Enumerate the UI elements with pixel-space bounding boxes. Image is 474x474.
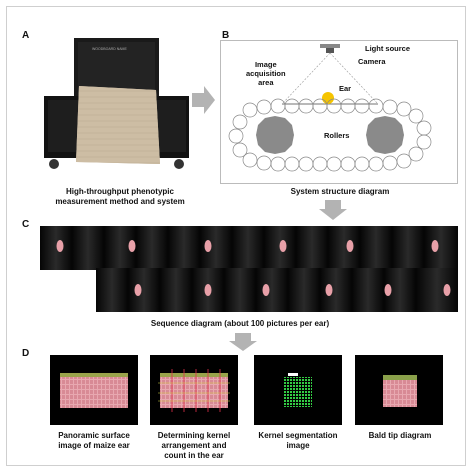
sequence-frames-bottom (96, 268, 458, 312)
panel-b-caption: System structure diagram (290, 187, 390, 196)
panel-d-caption-3: Kernel segmentation image (248, 431, 348, 451)
measurement-machine: WOODBOARD NAME (44, 38, 189, 169)
bald-tip-image (355, 355, 443, 425)
sequence-strip-bottom (96, 268, 458, 312)
system-structure-diagram (228, 44, 432, 172)
panel-a-caption-line2: measurement method and system (55, 197, 185, 206)
panel-d-label: D (22, 348, 30, 359)
camera-label: Camera (358, 57, 386, 66)
panel-b-label: B (222, 30, 230, 41)
panel-c-label: C (22, 219, 30, 230)
panel-a-caption: High-throughput phenotypic measurement m… (30, 187, 210, 207)
arrow-b-to-c (319, 200, 347, 220)
rollers-label: Rollers (324, 131, 350, 140)
left-gear (256, 116, 294, 154)
arrow-c-to-d (229, 333, 257, 351)
panel-c-caption: Sequence diagram (about 100 pictures per… (150, 319, 330, 328)
panel-d-caption-4-line1: Bald tip diagram (368, 431, 432, 440)
sequence-frames-top (40, 226, 458, 270)
panel-d-caption-2-line3: count in the ear (164, 451, 224, 460)
ear-label: Ear (339, 84, 352, 93)
machine-logo: WOODBOARD NAME (92, 47, 127, 51)
image-acquisition-line2: acquisition (246, 69, 286, 78)
right-gear (366, 116, 404, 154)
panoramic-surface-image (50, 355, 138, 425)
figure-frame (6, 6, 466, 466)
panel-d-caption-4: Bald tip diagram (350, 431, 450, 441)
light-source-label: Light source (365, 44, 411, 53)
arrow-a-to-b (192, 86, 215, 114)
panel-d-caption-1-line2: image of maize ear (58, 441, 130, 450)
image-acquisition-line3: area (258, 78, 274, 87)
panel-d-caption-1: Panoramic surface image of maize ear (44, 431, 144, 451)
panel-d-caption-3-line1: Kernel segmentation (258, 431, 338, 440)
sequence-strip-top (40, 226, 458, 270)
panel-d-caption-2: Determining kernel arrangement and count… (142, 431, 246, 461)
panel-d-caption-2-line2: arrangement and (161, 441, 227, 450)
panel-a-label: A (22, 30, 30, 41)
kernel-arrangement-image (150, 355, 238, 425)
kernel-segmentation-image (254, 355, 342, 425)
panel-d-caption-1-line1: Panoramic surface (58, 431, 130, 440)
image-acquisition-area-label: Image acquisition area (246, 60, 286, 87)
panel-d-caption-2-line1: Determining kernel (157, 431, 231, 440)
panel-a-caption-line1: High-throughput phenotypic (66, 187, 174, 196)
image-acquisition-line1: Image (254, 60, 277, 69)
system-structure-box (220, 40, 458, 184)
panel-d-caption-3-line2: image (286, 441, 310, 450)
